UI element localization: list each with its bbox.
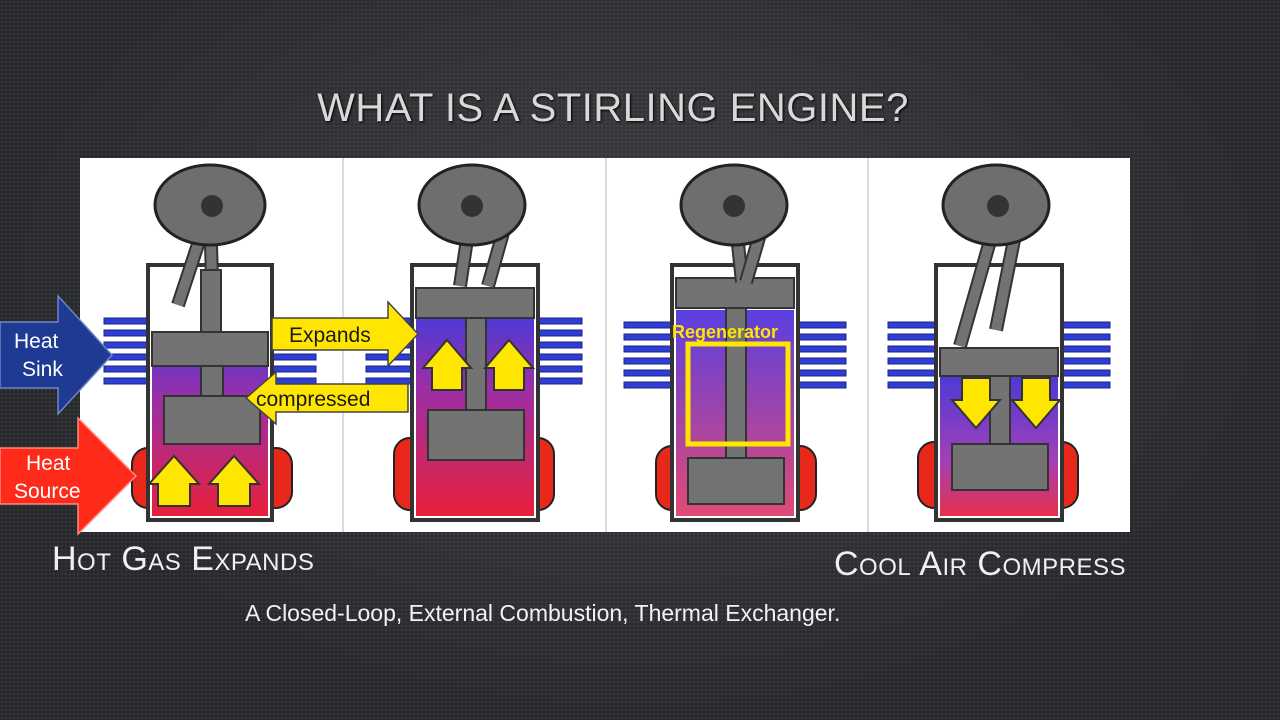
engine-stage-2 xyxy=(365,163,583,522)
expands-label: Expands xyxy=(289,324,371,347)
heat-sink-label-line-2: Sink xyxy=(22,358,63,381)
power-piston xyxy=(939,347,1059,377)
hot-gas-expands-caption: Hot Gas Expands xyxy=(52,540,315,578)
heat-source-callout: Heat Source xyxy=(0,416,138,536)
engine-stage-1 xyxy=(103,163,317,522)
heat-source-arrow-icon xyxy=(0,416,138,536)
regenerator-label: Regenerator xyxy=(672,322,778,342)
slide-title: WHAT IS A STIRLING ENGINE? xyxy=(317,86,909,130)
heat-source-label-line-1: Heat xyxy=(26,452,71,475)
engine-stage-4 xyxy=(887,163,1111,522)
up-arrow-icon xyxy=(420,338,474,391)
displacer xyxy=(427,409,525,461)
expands-callout: Expands xyxy=(271,300,420,368)
heat-sink-arrow-icon xyxy=(0,294,114,416)
displacer-rod xyxy=(989,375,1011,445)
up-arrow-icon xyxy=(206,454,262,507)
heat-sink-label-line-1: Heat xyxy=(14,330,59,353)
down-arrow-icon xyxy=(949,377,1003,430)
flywheel-hub xyxy=(201,195,223,217)
engine-stage-3: Regenerator xyxy=(623,163,847,522)
regenerator-highlight xyxy=(685,341,791,447)
heat-sink-callout: Heat Sink xyxy=(0,294,114,416)
displacer xyxy=(163,395,261,445)
displacer-rod xyxy=(465,317,487,411)
cooling-fins xyxy=(623,321,847,389)
power-piston xyxy=(415,287,535,319)
cool-air-compress-caption: Cool Air Compress xyxy=(834,545,1127,583)
compressed-arrow-icon xyxy=(244,370,409,426)
displacer-rod xyxy=(200,365,224,397)
slide-subtitle: A Closed-Loop, External Combustion, Ther… xyxy=(245,600,841,626)
piston-rod xyxy=(200,269,222,333)
up-arrow-icon xyxy=(146,454,202,507)
power-piston xyxy=(675,277,795,309)
power-piston xyxy=(151,331,269,367)
displacer xyxy=(951,443,1049,491)
up-arrow-icon xyxy=(482,338,536,391)
compressed-label: compressed xyxy=(256,388,370,411)
displacer xyxy=(687,457,785,505)
compressed-callout: compressed xyxy=(244,370,409,426)
heat-source-label-line-2: Source xyxy=(14,480,81,503)
down-arrow-icon xyxy=(1009,377,1063,430)
expands-arrow-icon xyxy=(271,300,420,368)
flywheel-hub xyxy=(723,195,745,217)
flywheel-hub xyxy=(461,195,483,217)
flywheel-hub xyxy=(987,195,1009,217)
cooling-fins xyxy=(887,321,1111,389)
